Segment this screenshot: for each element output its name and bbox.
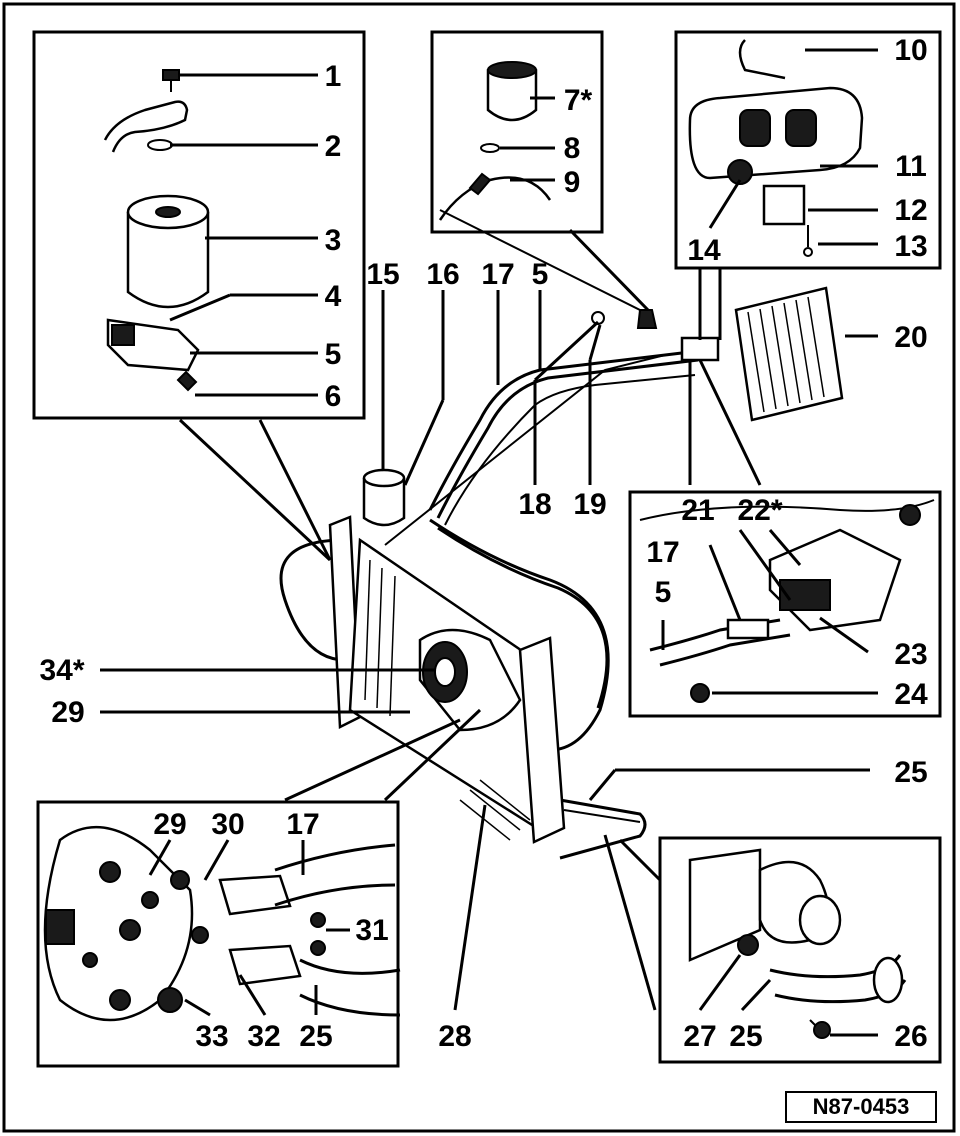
refrigerant-lines — [279, 350, 699, 860]
compressor — [418, 628, 522, 732]
callout-26: 26 — [894, 1020, 927, 1053]
line-switch — [636, 309, 658, 329]
callout-23: 23 — [894, 638, 927, 671]
receiver-drier — [362, 468, 406, 527]
callout-29-inset: 29 — [153, 808, 186, 841]
reference-id: N87-0453 — [813, 1094, 910, 1119]
callout-12: 12 — [894, 194, 927, 227]
callout-33: 33 — [195, 1020, 228, 1053]
callout-5: 5 — [325, 338, 342, 371]
callout-20: 20 — [894, 321, 927, 354]
inset-line-connector: 21 22* 17 5 23 24 — [628, 490, 942, 718]
callout-2: 2 — [325, 130, 342, 163]
callout-21: 21 — [681, 494, 714, 527]
callout-13: 13 — [894, 230, 927, 263]
callout-11: 11 — [895, 150, 927, 183]
callout-27: 27 — [683, 1020, 716, 1053]
callout-10: 10 — [894, 34, 927, 67]
callout-8: 8 — [564, 132, 581, 165]
reference-label: N87-0453 — [785, 1091, 937, 1123]
callout-29-main: 29 — [51, 696, 84, 729]
callout-15: 15 — [366, 258, 399, 291]
callout-32: 32 — [247, 1020, 280, 1053]
evaporator: 20 — [734, 286, 928, 422]
callout-30: 30 — [211, 808, 244, 841]
callout-31: 31 — [355, 914, 388, 947]
callout-1: 1 — [325, 60, 342, 93]
callout-34: 34* — [39, 654, 84, 687]
callout-17-inset: 17 — [646, 536, 679, 569]
inset-expansion-valve: 10 11 12 13 14 — [674, 30, 942, 270]
callout-17: 17 — [481, 258, 514, 291]
inset-condenser-connection: 27 25 26 — [658, 836, 942, 1064]
inset-compressor-connections: 29 30 17 31 33 32 25 — [36, 800, 401, 1068]
callout-3: 3 — [325, 224, 342, 257]
callout-28: 28 — [438, 1020, 471, 1053]
callout-17-bottom: 17 — [286, 808, 319, 841]
callout-6: 6 — [325, 380, 342, 413]
callout-4: 4 — [325, 280, 342, 313]
callout-18: 18 — [518, 488, 551, 521]
callout-7: 7* — [564, 84, 593, 117]
callout-25-inset-left: 25 — [299, 1020, 332, 1053]
callout-14: 14 — [687, 234, 721, 267]
callout-22: 22* — [737, 494, 782, 527]
callout-9: 9 — [564, 166, 581, 199]
callout-25-inset-right: 25 — [729, 1020, 762, 1053]
callout-25-main: 25 — [894, 756, 927, 789]
callout-5-inset: 5 — [655, 576, 672, 609]
inset-pressure-switch: 7* 8 9 — [430, 30, 604, 234]
callout-19: 19 — [573, 488, 606, 521]
inset-receiver-drier: 1 2 3 4 5 6 — [32, 30, 366, 420]
callout-5-main: 5 — [532, 258, 549, 291]
callout-16: 16 — [426, 258, 459, 291]
line-connector — [680, 336, 720, 362]
main-leaders — [100, 209, 870, 1011]
callout-24: 24 — [894, 678, 928, 711]
